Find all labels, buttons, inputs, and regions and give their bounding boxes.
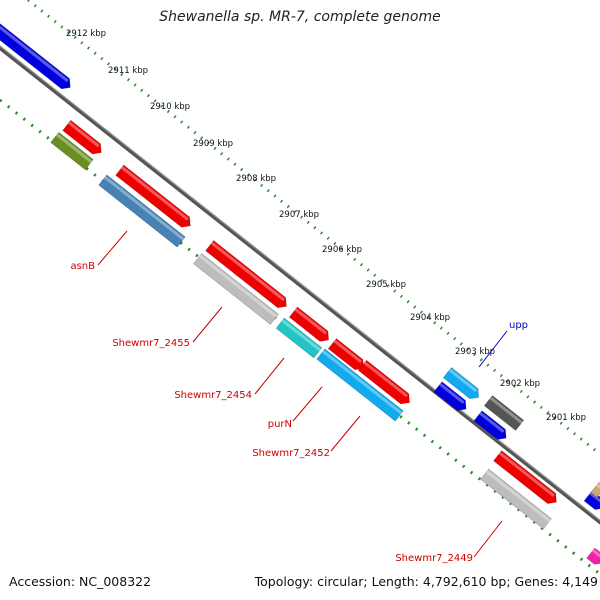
steelblue-gene	[98, 174, 186, 248]
topology-text: Topology: circular; Length: 4,792,610 bp…	[254, 574, 598, 589]
tick-label: 2912 kbp	[66, 29, 106, 39]
red-gene-2	[115, 164, 191, 228]
pink-gene	[586, 547, 600, 565]
red-gene-6	[358, 359, 410, 405]
turquoise-gene	[275, 317, 323, 359]
gene-label: purN	[268, 419, 292, 430]
gene-label-leader	[473, 520, 503, 558]
tick-label: 2911 kbp	[108, 66, 148, 76]
tan-gene	[590, 481, 600, 499]
tick-label: 2909 kbp	[193, 139, 233, 149]
gene-label-leader	[292, 386, 323, 422]
red-gene-1	[62, 119, 102, 155]
tick-label: 2907 kbp	[279, 210, 319, 220]
backbone	[0, 45, 600, 525]
tick-label: 2905 kbp	[366, 280, 406, 290]
tick-label: 2903 kbp	[455, 347, 495, 357]
tick-labels: 2912 kbp 2911 kbp 2910 kbp 2909 kbp 2908 kbp…	[66, 29, 586, 423]
red-gene-4	[288, 306, 329, 342]
tick-label: 2906 kbp	[322, 245, 362, 255]
gene-label: Shewmr7_2452	[252, 448, 330, 459]
silver-gene	[193, 253, 279, 325]
sky-gene	[316, 348, 404, 422]
gene-label-leader	[254, 357, 285, 395]
red-gene-5	[327, 338, 365, 371]
gene-label: Shewmr7_2454	[174, 390, 252, 401]
tick-label: 2910 kbp	[150, 102, 190, 112]
sky-gene-2	[442, 367, 480, 400]
tick-label: 2904 kbp	[410, 313, 450, 323]
red-gene-7	[493, 450, 557, 504]
gene-features	[0, 23, 600, 565]
genome-title: Shewanella sp. MR-7, complete genome	[159, 9, 441, 25]
gene-label-leader	[478, 330, 508, 368]
blue-gene-4	[583, 490, 600, 510]
gene-label-leader	[330, 415, 361, 452]
blue-gene-1	[0, 23, 71, 90]
tick-label: 2901 kbp	[546, 413, 586, 423]
accession-text: Accession: NC_008322	[9, 574, 152, 589]
gene-label-leader	[97, 230, 128, 266]
gene-label-leader	[192, 306, 223, 343]
blue-gene-3	[473, 410, 507, 440]
gene-label: Shewmr7_2449	[395, 553, 473, 564]
red-gene-3	[205, 240, 287, 309]
silver-gene-2	[480, 468, 552, 530]
gene-label: asnB	[70, 261, 95, 272]
tick-label: 2908 kbp	[236, 174, 276, 184]
gene-label: Shewmr7_2455	[112, 338, 190, 349]
tick-label: 2902 kbp	[500, 379, 540, 389]
darkgray-gene	[483, 395, 525, 431]
blue-gene-2	[433, 381, 467, 411]
gene-label: upp	[509, 320, 528, 331]
olive-gene	[50, 131, 94, 171]
